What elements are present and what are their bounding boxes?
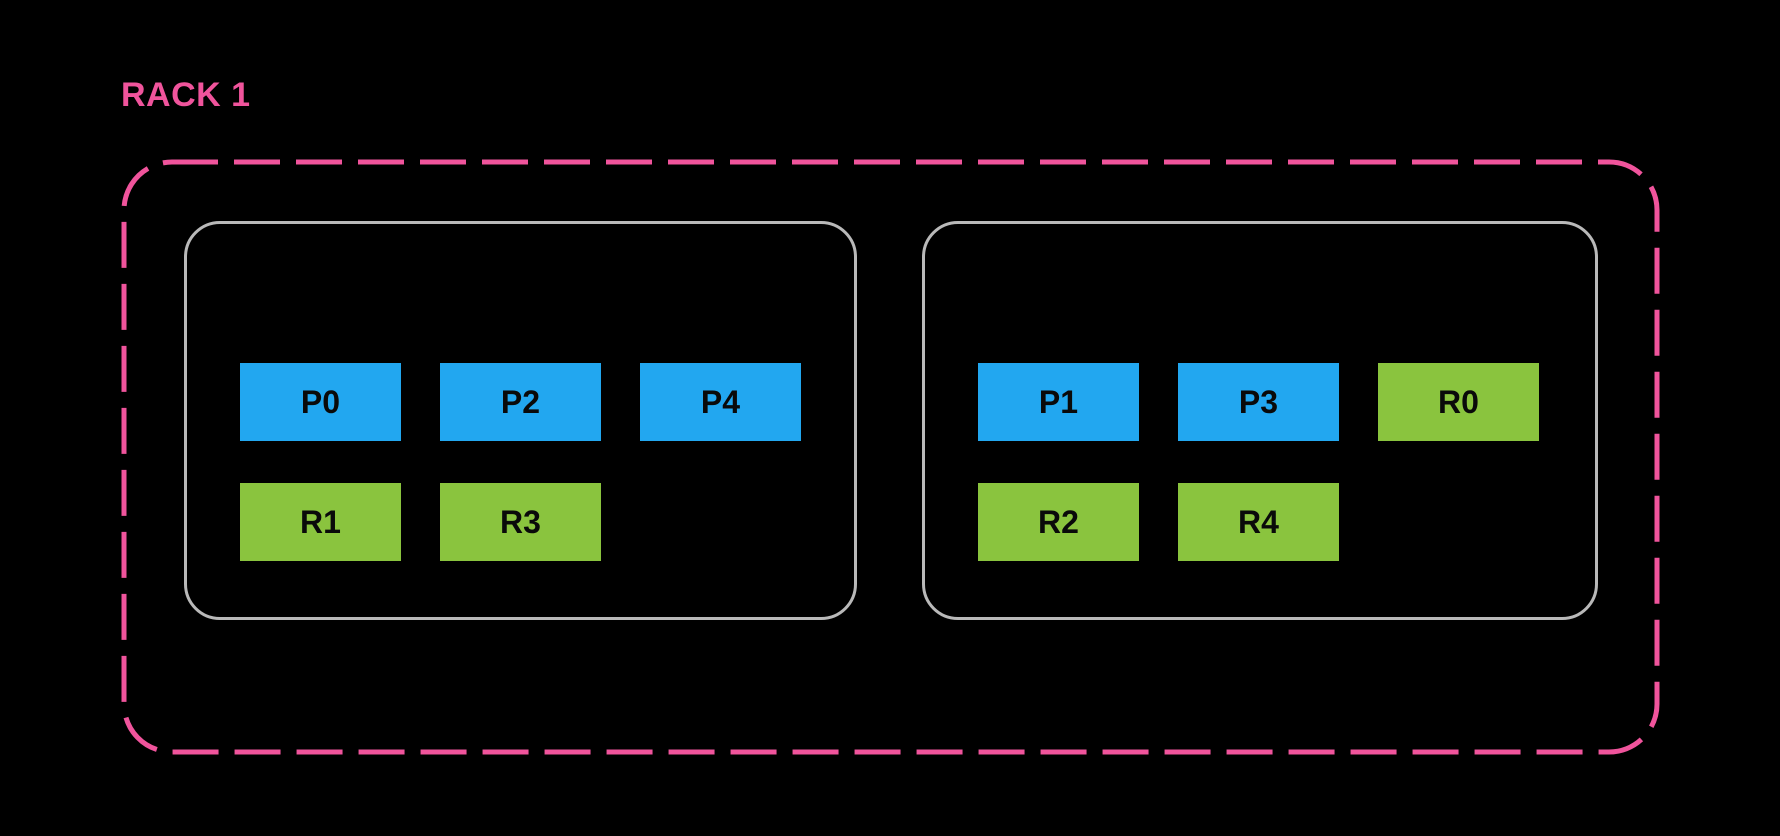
shard-box-r1: R1 [240,483,401,561]
shard-box-p2: P2 [440,363,601,441]
shard-box-p4: P4 [640,363,801,441]
rack-title: RACK 1 [121,76,251,114]
rack-boundary-rect [121,159,1660,755]
shard-box-r4: R4 [1178,483,1339,561]
shard-box-p1: P1 [978,363,1139,441]
shard-box-p3: P3 [1178,363,1339,441]
shard-box-p0: P0 [240,363,401,441]
node-1: P0 P2 P4 R1 R3 [184,221,857,620]
shard-box-r3: R3 [440,483,601,561]
node-2: P1 P3 R0 R2 R4 [922,221,1598,620]
shard-box-r0: R0 [1378,363,1539,441]
shard-box-r2: R2 [978,483,1139,561]
